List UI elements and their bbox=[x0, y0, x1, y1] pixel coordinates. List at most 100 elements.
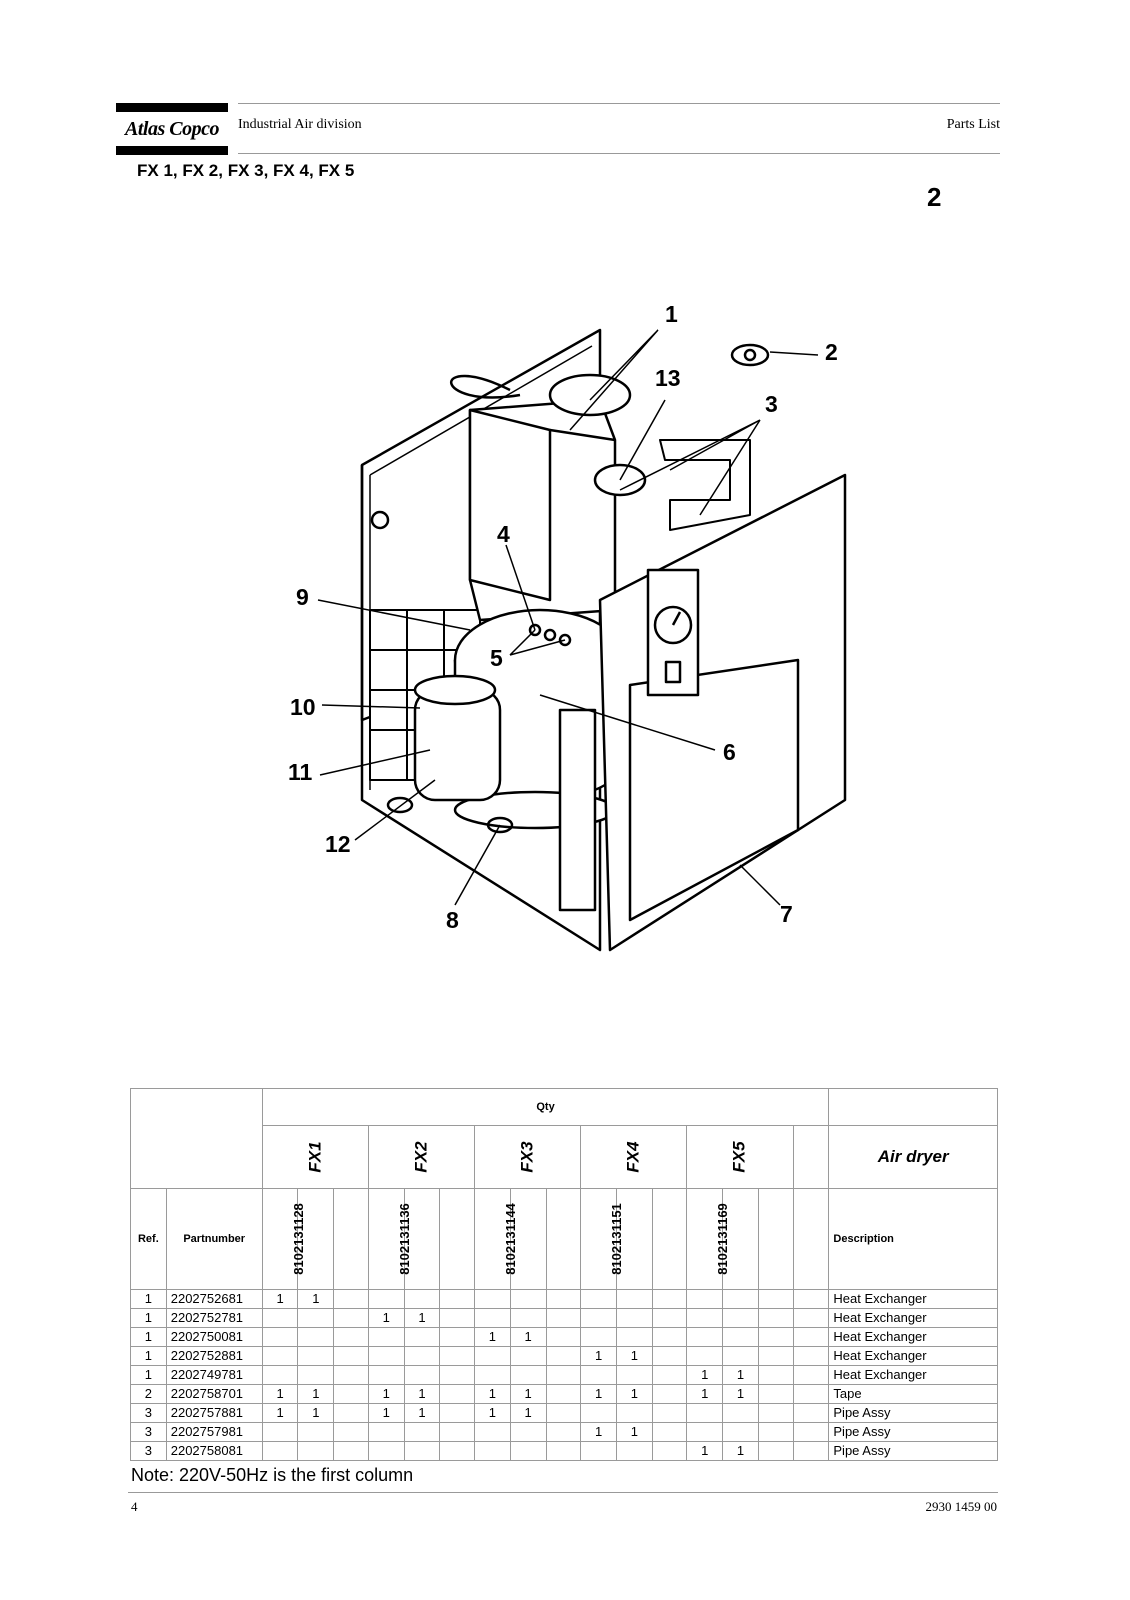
qty-cell bbox=[757, 1346, 794, 1366]
qty-cell bbox=[439, 1365, 476, 1385]
header-blank bbox=[130, 1088, 263, 1189]
qty-cell bbox=[615, 1441, 653, 1461]
footer-rule bbox=[128, 1492, 998, 1493]
qty-cell: 1 bbox=[580, 1346, 617, 1366]
qty-cell: 1 bbox=[474, 1403, 511, 1423]
qty-cell bbox=[545, 1422, 582, 1442]
qty-cell bbox=[757, 1308, 794, 1328]
model-code-fx4: 8102131151 bbox=[580, 1188, 624, 1290]
qty-cell: 1 bbox=[509, 1403, 547, 1423]
qty-cell bbox=[615, 1403, 653, 1423]
qty-cell: 1 bbox=[261, 1403, 299, 1423]
qty-cell bbox=[686, 1308, 724, 1328]
qty-cell: 1 bbox=[403, 1308, 441, 1328]
qty-cell bbox=[509, 1422, 547, 1442]
callout-12: 12 bbox=[325, 831, 351, 857]
qty-cell bbox=[403, 1327, 441, 1347]
qty-cell bbox=[261, 1441, 299, 1461]
qty-cell bbox=[792, 1384, 830, 1404]
qty-cell bbox=[403, 1441, 441, 1461]
qty-cell: 1 bbox=[261, 1289, 299, 1309]
qty-cell bbox=[439, 1327, 476, 1347]
qty-cell bbox=[686, 1422, 724, 1442]
qty-cell bbox=[722, 1346, 759, 1366]
logo-bar-top bbox=[116, 103, 228, 112]
qty-cell bbox=[792, 1346, 830, 1366]
partnumber-cell: 2202758081 bbox=[165, 1441, 263, 1461]
callout-5: 5 bbox=[490, 645, 503, 671]
qty-cell bbox=[474, 1365, 511, 1385]
qty-cell bbox=[333, 1365, 369, 1385]
parts-table: Qty FX1 FX2 FX3 FX4 FX5 Air dryer Ref. P… bbox=[130, 1088, 998, 1461]
qty-cell bbox=[439, 1422, 476, 1442]
header-blank-right bbox=[828, 1088, 998, 1126]
qty-cell bbox=[580, 1441, 617, 1461]
model-header-fx1: FX1 bbox=[261, 1125, 369, 1189]
qty-cell: 1 bbox=[686, 1384, 724, 1404]
qty-cell bbox=[545, 1365, 582, 1385]
qty-cell bbox=[792, 1441, 830, 1461]
qty-cell bbox=[757, 1327, 794, 1347]
partnumber-cell: 2202752781 bbox=[165, 1308, 263, 1328]
qty-cell bbox=[722, 1422, 759, 1442]
partnumber-cell: 2202758701 bbox=[165, 1384, 263, 1404]
qty-cell bbox=[545, 1289, 582, 1309]
qty-cell bbox=[297, 1308, 335, 1328]
qty-cell: 1 bbox=[474, 1327, 511, 1347]
qty-cell bbox=[403, 1422, 441, 1442]
qty-cell bbox=[261, 1346, 299, 1366]
qty-cell bbox=[297, 1346, 335, 1366]
qty-cell bbox=[367, 1441, 405, 1461]
partnumber-column-header: Partnumber bbox=[165, 1188, 263, 1290]
partnumber-cell: 2202749781 bbox=[165, 1365, 263, 1385]
ref-cell: 3 bbox=[130, 1403, 167, 1423]
qty-cell: 1 bbox=[474, 1384, 511, 1404]
model-code-fx3: 8102131144 bbox=[474, 1188, 518, 1290]
qty-cell bbox=[509, 1346, 547, 1366]
figure-number: 2 bbox=[927, 182, 942, 212]
callout-8: 8 bbox=[446, 907, 459, 933]
qty-cell bbox=[261, 1308, 299, 1328]
qty-cell bbox=[757, 1422, 794, 1442]
qty-cell bbox=[439, 1346, 476, 1366]
ref-cell: 2 bbox=[130, 1384, 167, 1404]
qty-cell bbox=[651, 1346, 688, 1366]
models-title: FX 1, FX 2, FX 3, FX 4, FX 5 bbox=[137, 161, 355, 180]
qty-cell: 1 bbox=[297, 1403, 335, 1423]
qty-cell bbox=[651, 1441, 688, 1461]
partnumber-cell: 2202757981 bbox=[165, 1422, 263, 1442]
qty-cell bbox=[509, 1289, 547, 1309]
callout-1: 1 bbox=[665, 301, 678, 327]
qty-cell bbox=[580, 1403, 617, 1423]
document-number: 2930 1459 00 bbox=[925, 1499, 998, 1514]
qty-cell bbox=[580, 1365, 617, 1385]
qty-cell bbox=[615, 1289, 653, 1309]
partnumber-cell: 2202752681 bbox=[165, 1289, 263, 1309]
qty-cell bbox=[722, 1327, 759, 1347]
ref-column-header: Ref. bbox=[130, 1188, 167, 1290]
qty-cell: 1 bbox=[509, 1384, 547, 1404]
qty-cell bbox=[545, 1384, 582, 1404]
qty-cell bbox=[261, 1365, 299, 1385]
qty-cell bbox=[722, 1403, 759, 1423]
qty-cell: 1 bbox=[722, 1441, 759, 1461]
callout-10: 10 bbox=[290, 694, 316, 720]
qty-cell bbox=[333, 1403, 369, 1423]
qty-cell bbox=[333, 1422, 369, 1442]
qty-cell bbox=[261, 1327, 299, 1347]
qty-cell bbox=[474, 1308, 511, 1328]
qty-cell bbox=[580, 1289, 617, 1309]
qty-cell bbox=[722, 1308, 759, 1328]
qty-cell: 1 bbox=[722, 1365, 759, 1385]
qty-cell bbox=[261, 1422, 299, 1442]
qty-cell: 1 bbox=[580, 1384, 617, 1404]
page-number: 4 bbox=[131, 1499, 138, 1514]
qty-cell bbox=[297, 1422, 335, 1442]
callout-13: 13 bbox=[655, 365, 681, 391]
